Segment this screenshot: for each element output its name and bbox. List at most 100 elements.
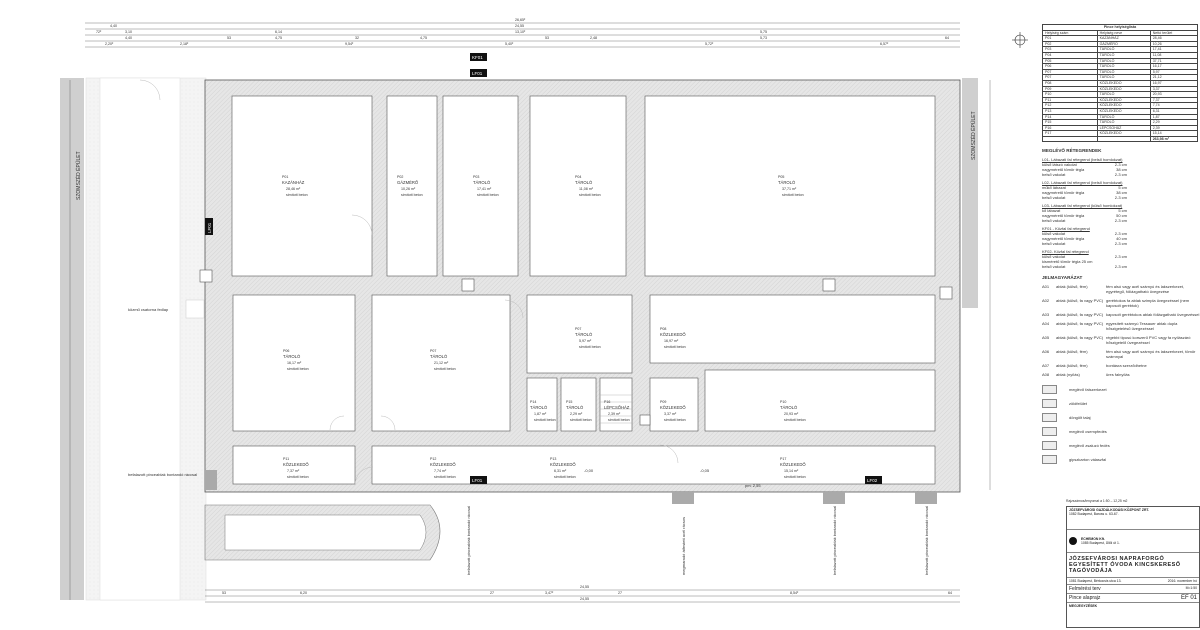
legend-text: egyesített szárnyú Tessauer ablak dupla … — [1106, 320, 1178, 331]
room-area: 37,71 m² — [782, 187, 797, 191]
scale: M=1:50 — [1185, 586, 1197, 590]
room-name: TÁROLÓ — [473, 180, 491, 185]
legend-text: ablak (külső, fém) — [1056, 362, 1088, 368]
plan-type: Felmérési terv — [1069, 586, 1101, 592]
legend-swatch: gipszkarton válaszfal — [1042, 454, 1200, 464]
room-area: 16,97 m² — [664, 339, 679, 343]
neighbor-building-left — [60, 78, 84, 600]
swatch-box — [1042, 426, 1057, 436]
neighbor-right-label: SZOMSZÉD ÉPÜLET — [970, 111, 977, 160]
room-name: TÁROLÓ — [780, 405, 798, 410]
bottom-note-4: befalazott pinceablak bontandó ráccsal — [924, 506, 929, 575]
room-area: 5,97 m² — [579, 339, 592, 343]
layer-material: belső vakolat — [1042, 195, 1066, 201]
notes-title: MEGJEGYZÉSEK — [1069, 604, 1098, 608]
dimension-label: 5,40² — [505, 42, 514, 46]
room-area: 2,29 m² — [570, 412, 583, 416]
room-areas — [231, 95, 936, 485]
layer-name: KF01 - Közfal fal rétegrend — [1042, 226, 1090, 232]
dimension-label: 53 — [222, 591, 226, 595]
room-name: TÁROLÓ — [575, 332, 593, 337]
dimension-label: 4,40 — [125, 36, 132, 40]
room-finish: simított beton — [570, 418, 592, 422]
layer-material: külső vakolat — [1042, 254, 1066, 260]
dimension-label: 53 — [227, 36, 231, 40]
room-finish: simított beton — [608, 418, 630, 422]
tag-lf01: LF01 — [470, 69, 487, 77]
legend-text: üres falnyílás — [1106, 371, 1130, 377]
dimension-label: 9,54² — [345, 42, 354, 46]
room-finish: simított beton — [477, 193, 499, 197]
table-cell: 7,37 — [1149, 96, 1199, 104]
room-id: P13 — [550, 457, 556, 461]
swatch-label: zöldfelület — [1069, 400, 1088, 406]
dimension-label: 72² — [96, 30, 102, 34]
layer-item: kisméretű tömör tégla 25 cm — [1042, 259, 1127, 264]
bottom-note-2: megmaradó átfestett acél rácsos — [681, 517, 686, 575]
room-finish: simított beton — [664, 418, 686, 422]
table-cell: 6,31 — [1149, 107, 1199, 115]
chimneys — [199, 269, 953, 426]
layer-thickness: 5 cm — [1118, 208, 1127, 214]
room-area: 6,31 m² — [554, 469, 567, 473]
tag-lf01-bottom: LF01 — [470, 476, 487, 484]
layer-thickness: 2-3 cm — [1114, 254, 1127, 260]
room-finish: simított beton — [782, 193, 804, 197]
layer-material: műkő lábazat — [1042, 185, 1066, 191]
legend-swatch: zöldfelület — [1042, 398, 1200, 408]
tag-lf02: LF02 — [865, 476, 882, 484]
room-finish: simított beton — [579, 345, 601, 349]
dimension-label: 4,75 — [420, 36, 427, 40]
room-name: GÁZMÉRŐ — [397, 180, 419, 185]
room-id: P01 — [282, 175, 288, 179]
room-area: 28,46 m² — [286, 187, 301, 191]
svg-text:LF01: LF01 — [472, 71, 483, 76]
legend-title: JELMAGYARÁZAT — [1042, 275, 1083, 281]
legend-text: A05 — [1042, 334, 1050, 340]
layer-material: nagyméretű tömör tégla — [1042, 236, 1085, 242]
designer: ECHEMON Kft. — [1081, 537, 1105, 541]
table-cell: 21,12 — [1149, 74, 1199, 81]
room-id: P02 — [397, 175, 403, 179]
dimension-label: 3,10 — [125, 30, 132, 34]
layer-name: L03- Lábazati fal rétegrend (külső homlo… — [1042, 203, 1123, 209]
layer-thickness: 38 cm — [1116, 190, 1127, 196]
layer-material: belső vakolat — [1042, 218, 1066, 224]
dimension-label: 2,48 — [590, 36, 597, 40]
room-area: 10,26 m² — [401, 187, 416, 191]
layer-group: L02- Lábazati fal rétegrend (belső homlo… — [1042, 180, 1200, 200]
layer-thickness: 2-3 cm — [1114, 172, 1127, 178]
room-area: 21,12 m² — [434, 361, 449, 365]
room-area: 15,14 m² — [784, 469, 799, 473]
total-area: 263,98 m² — [1149, 135, 1199, 143]
legend-swatch: döngölt talaj — [1042, 412, 1200, 422]
legend-text: kapcsolt gerébtokos ablak fóliázgatható … — [1106, 311, 1200, 317]
layer-thickness: 2-3 cm — [1114, 264, 1127, 270]
room-name: TÁROLÓ — [530, 405, 548, 410]
dimension-label: 26,65² — [515, 18, 526, 22]
room-finish: simított beton — [534, 418, 556, 422]
room-name: TÁROLÓ — [575, 180, 593, 185]
dimension-label: 5,73 — [760, 36, 767, 40]
dimension-label: 6,57² — [880, 42, 889, 46]
swatch-label: meglévő falszerkezet — [1069, 386, 1107, 392]
room-id: P11 — [283, 457, 289, 461]
tag-lf01-left: LF01 — [205, 218, 213, 235]
